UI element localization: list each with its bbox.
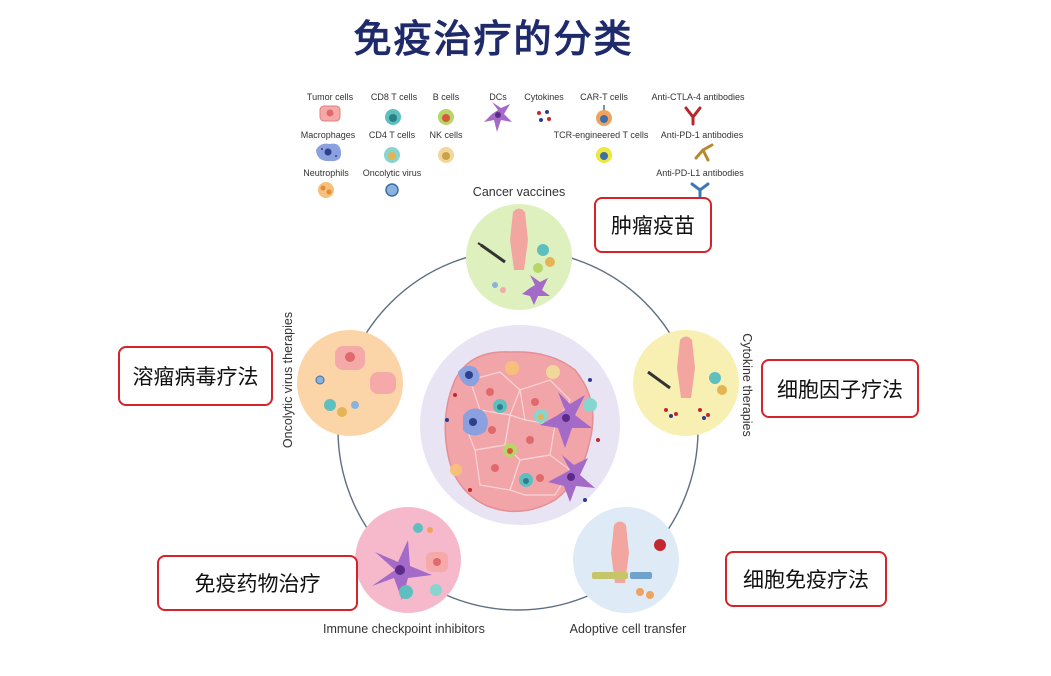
legend-label-macrophages: Macrophages	[301, 130, 356, 140]
cytokine-therapies-node	[633, 330, 739, 436]
legend-label-b-cells: B cells	[433, 92, 460, 102]
macrophage-icon	[316, 143, 342, 162]
adoptive-cell-transfer-node	[573, 507, 679, 613]
cytokine-icon	[537, 110, 551, 122]
legend-label-neutrophils: Neutrophils	[303, 168, 349, 178]
neutrophil-icon	[318, 182, 334, 198]
car-t-cell-icon	[596, 105, 612, 126]
nk-cell-icon	[438, 147, 454, 163]
legend-label-cd4-t-cells: CD4 T cells	[369, 130, 416, 140]
label-immune-drug-therapy: 免疫药物治疗	[157, 555, 358, 611]
b-cell-icon	[438, 109, 454, 125]
tumor-microenvironment	[420, 325, 620, 525]
cancer-vaccines-node	[466, 204, 572, 310]
page-title: 免疫治疗的分类	[353, 17, 634, 61]
legend: Tumor cells CD8 T cells B cells DCs Cyto…	[301, 92, 745, 198]
cd4-t-cell-icon	[384, 147, 400, 163]
legend-label-nk-cells: NK cells	[429, 130, 463, 140]
legend-label-cytokines: Cytokines	[524, 92, 564, 102]
tcr-t-cell-icon	[596, 147, 612, 163]
label-tumor-vaccine: 肿瘤疫苗	[594, 197, 712, 253]
label-oncolytic-virus-therapy: 溶瘤病毒疗法	[118, 346, 273, 406]
therapy-label-oncolytic-virus-therapies: Oncolytic virus therapies	[281, 312, 295, 448]
therapy-label-cytokine-therapies: Cytokine therapies	[740, 333, 754, 437]
anti-pdl1-antibody-icon	[690, 182, 710, 198]
therapy-label-immune-checkpoint-inhibitors: Immune checkpoint inhibitors	[323, 622, 485, 636]
tumor-cell-icon	[319, 105, 341, 122]
legend-label-tcr-t-cells: TCR-engineered T cells	[554, 130, 649, 140]
therapy-label-cancer-vaccines: Cancer vaccines	[473, 185, 565, 199]
legend-label-tumor-cells: Tumor cells	[307, 92, 354, 102]
anti-pd1-antibody-icon	[694, 143, 714, 162]
legend-label-anti-pd1: Anti-PD-1 antibodies	[661, 130, 744, 140]
legend-label-cd8-t-cells: CD8 T cells	[371, 92, 418, 102]
therapy-label-adoptive-cell-transfer: Adoptive cell transfer	[570, 622, 687, 636]
anti-ctla4-antibody-icon	[684, 106, 702, 126]
cd8-t-cell-icon	[385, 109, 401, 125]
oncolytic-virus-icon	[385, 183, 399, 197]
label-cytokine-therapy: 细胞因子疗法	[761, 359, 919, 418]
legend-label-dcs: DCs	[489, 92, 507, 102]
legend-label-car-t-cells: CAR-T cells	[580, 92, 628, 102]
immune-checkpoint-inhibitors-node	[355, 507, 461, 613]
dendritic-cell-icon	[484, 102, 512, 132]
legend-label-oncolytic-virus: Oncolytic virus	[363, 168, 422, 178]
label-cell-immunotherapy: 细胞免疫疗法	[725, 551, 887, 607]
legend-label-anti-pdl1: Anti-PD-L1 antibodies	[656, 168, 744, 178]
legend-label-anti-ctla4: Anti-CTLA-4 antibodies	[651, 92, 745, 102]
oncolytic-virus-therapies-node	[297, 330, 403, 436]
